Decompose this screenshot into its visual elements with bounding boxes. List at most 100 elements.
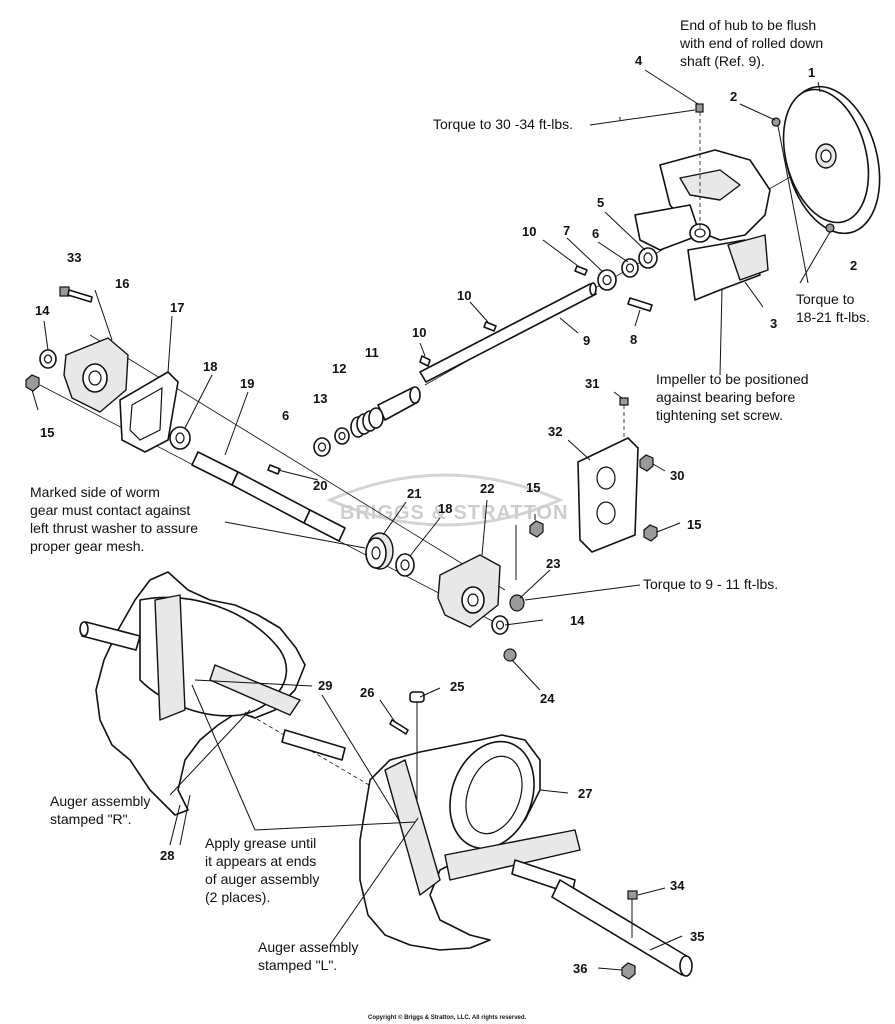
bolt-34 <box>627 890 638 938</box>
auger-left <box>79 571 306 816</box>
svg-text:gear must contact against: gear must contact against <box>30 502 190 518</box>
auger-right <box>359 734 581 951</box>
svg-text:stamped "R".: stamped "R". <box>50 811 132 827</box>
svg-text:left thrust washer to assure: left thrust washer to assure <box>30 520 198 536</box>
part-number: 31 <box>585 376 599 391</box>
key-10-a <box>574 265 588 276</box>
thrust-washer-18-left <box>169 426 191 450</box>
part-number: 12 <box>332 361 346 376</box>
part-number: 10 <box>412 325 426 340</box>
key-10-c <box>419 355 431 367</box>
svg-text:against bearing before: against bearing before <box>656 389 796 405</box>
bushing-link <box>281 729 346 761</box>
shaft <box>419 282 597 383</box>
washer-13 <box>334 427 350 445</box>
svg-text:it appears at ends: it appears at ends <box>205 853 316 869</box>
part-number: 18 <box>203 359 217 374</box>
svg-text:Impeller to be positioned: Impeller to be positioned <box>656 371 809 387</box>
bolt-33 <box>59 286 93 303</box>
part-number: 6 <box>282 408 289 423</box>
part-number: 16 <box>115 276 129 291</box>
nut-36 <box>621 962 636 980</box>
note-auger-r: Auger assembly stamped "R". <box>50 793 150 827</box>
part-number: 14 <box>35 303 50 318</box>
bearing-5 <box>638 247 658 269</box>
part-number: 29 <box>318 678 332 693</box>
svg-text:of auger assembly: of auger assembly <box>205 871 319 887</box>
part-number: 21 <box>407 486 421 501</box>
note-torque-30: Torque to 30 -34 ft-lbs. <box>433 116 573 132</box>
part-number: 2 <box>730 89 737 104</box>
seal-14-left <box>39 349 57 369</box>
bushing-6-lower <box>313 437 331 457</box>
part-number: 34 <box>670 878 685 893</box>
svg-text:shaft (Ref. 9).: shaft (Ref. 9). <box>680 53 765 69</box>
note-torque-9: Torque to 9 - 11 ft-lbs. <box>643 576 778 592</box>
svg-text:stamped "L".: stamped "L". <box>258 957 337 973</box>
note-grease: Apply grease until it appears at ends of… <box>205 835 319 905</box>
part-number: 4 <box>635 53 643 68</box>
part-number: 15 <box>526 480 540 495</box>
pin-8 <box>627 297 653 312</box>
nut-15-bracket <box>643 524 658 542</box>
bolt-24 <box>503 648 517 662</box>
svg-text:Auger assembly: Auger assembly <box>258 939 358 955</box>
part-number: 30 <box>670 468 684 483</box>
svg-text:with end of rolled down: with end of rolled down <box>679 35 823 51</box>
note-impeller: Impeller to be positioned against bearin… <box>656 371 809 423</box>
part-number: 28 <box>160 848 174 863</box>
note-auger-l: Auger assembly stamped "L". <box>258 939 358 973</box>
part-number: 2 <box>850 258 857 273</box>
housing-16 <box>63 337 129 413</box>
grease-fitting-23 <box>509 594 525 612</box>
part-number: 20 <box>313 478 327 493</box>
copyright: Copyright © Briggs & Stratton, LLC. All … <box>368 1014 527 1021</box>
worm-shaft-19 <box>191 451 346 542</box>
svg-text:End of hub to be flush: End of hub to be flush <box>680 17 816 33</box>
svg-text:(2 places).: (2 places). <box>205 889 270 905</box>
part-number: 11 <box>365 345 379 360</box>
part-number: 36 <box>573 961 587 976</box>
key-10-b <box>483 321 497 332</box>
part-number: 7 <box>563 223 570 238</box>
part-number: 14 <box>570 613 585 628</box>
part-number: 18 <box>438 501 452 516</box>
part-number: 23 <box>546 556 560 571</box>
part-number: 13 <box>313 391 327 406</box>
part-number: 19 <box>240 376 254 391</box>
nut-15-center <box>529 520 544 538</box>
leader-lines <box>31 69 831 971</box>
svg-text:tightening set screw.: tightening set screw. <box>656 407 783 423</box>
thrust-washer-18-right <box>395 553 415 577</box>
part-number: 15 <box>40 425 54 440</box>
gasket-17 <box>119 371 179 453</box>
cotter-pin-26 <box>389 719 409 735</box>
part-number: 10 <box>522 224 536 239</box>
note-worm-gear: Marked side of worm gear must contact ag… <box>30 484 198 554</box>
part-number: 27 <box>578 786 592 801</box>
part-number: 22 <box>480 481 494 496</box>
collar-7 <box>597 269 617 291</box>
svg-text:Apply grease until: Apply grease until <box>205 835 316 851</box>
part-number: 24 <box>540 691 555 706</box>
screw-4 <box>695 103 704 230</box>
spring-12 <box>350 407 384 438</box>
part-numbers: 1 2 2 3 4 5 6 6 7 8 9 10 10 10 11 12 13 … <box>35 53 857 976</box>
impeller <box>634 149 771 301</box>
part-number: 35 <box>690 929 704 944</box>
set-screw-lower <box>825 223 835 233</box>
part-number: 8 <box>630 332 637 347</box>
nut-15-left <box>25 374 40 392</box>
part-number: 33 <box>67 250 81 265</box>
note-torque-18: Torque to 18-21 ft-lbs. <box>796 291 870 325</box>
screw-31 <box>619 397 629 440</box>
shear-pin-25 <box>409 691 425 800</box>
watermark-text: BRIGGS & STRATTON <box>340 502 568 524</box>
part-number: 25 <box>450 679 464 694</box>
pulley <box>782 85 881 235</box>
housing-22 <box>437 554 501 628</box>
nut-30 <box>639 454 654 472</box>
bushing-6-upper <box>621 258 639 278</box>
part-number: 10 <box>457 288 471 303</box>
